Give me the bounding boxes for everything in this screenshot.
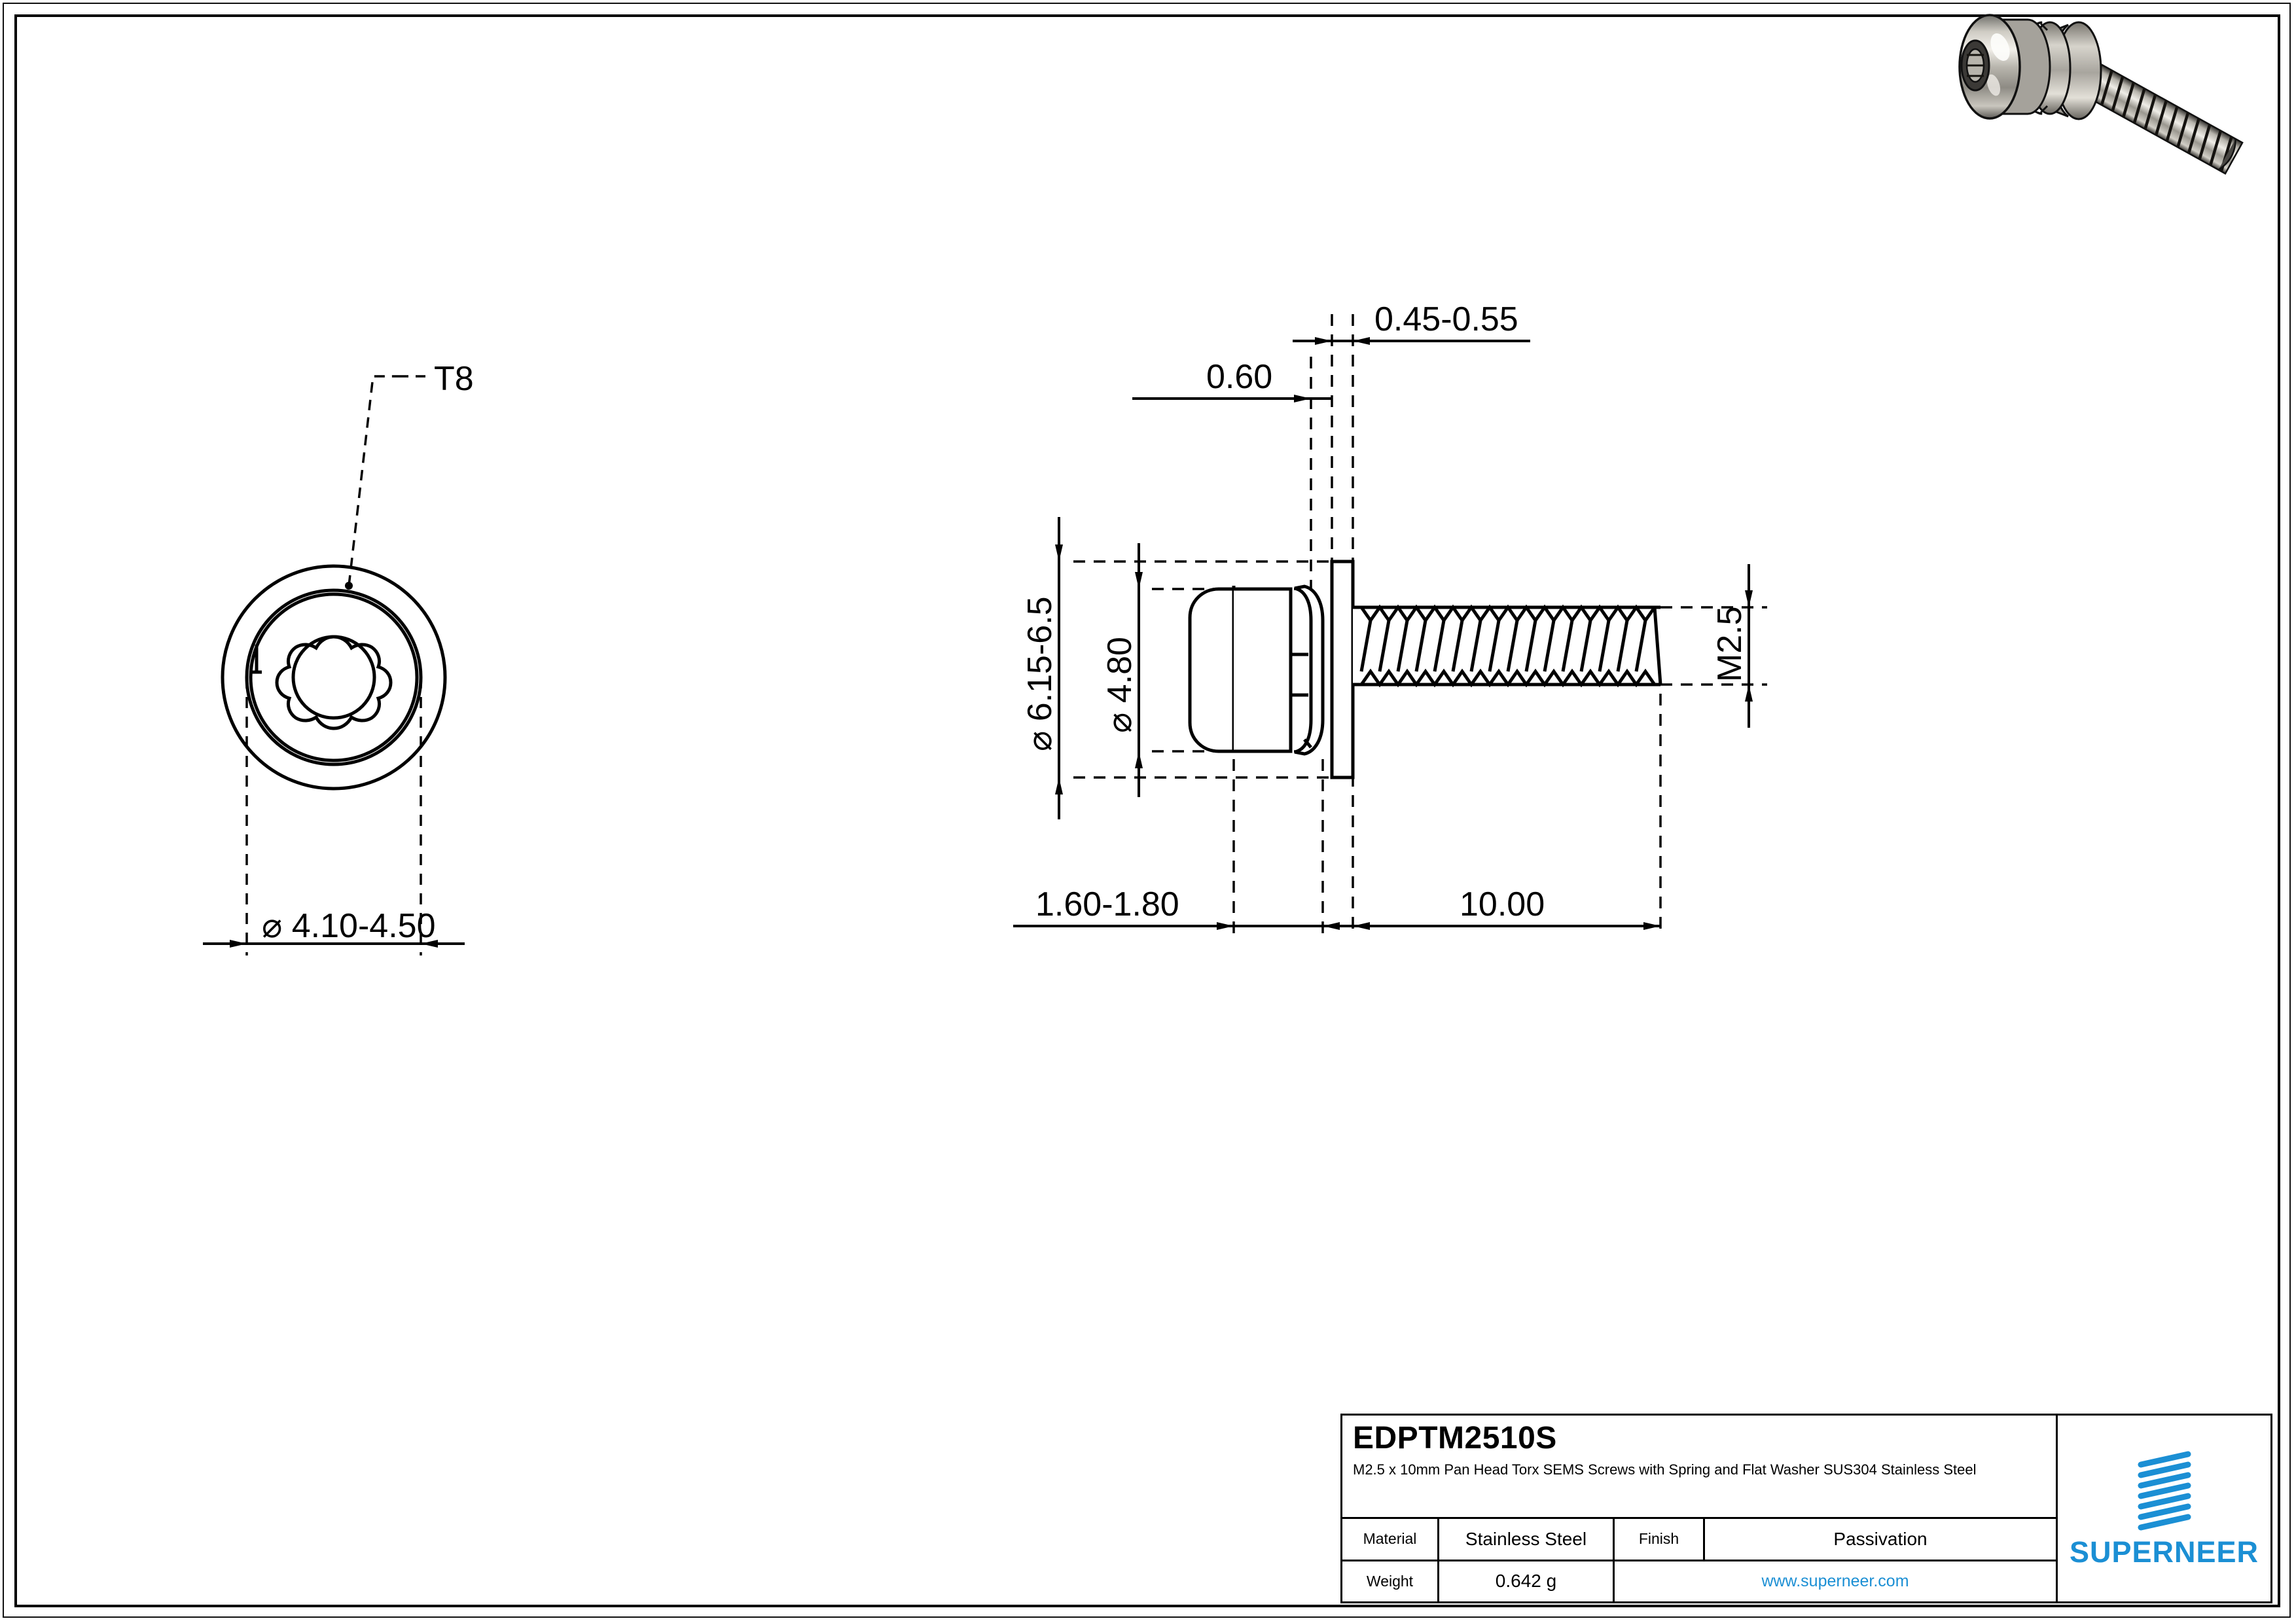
spec-row-weight: Weight 0.642 g www.superneer.com [1342, 1559, 2056, 1601]
t8-leader [345, 375, 425, 590]
brand-wordmark: SUPERNEER [2069, 1535, 2259, 1569]
t8-label: T8 [434, 360, 474, 398]
dim-spring-washer-thickness-text: 0.60 [1206, 358, 1272, 396]
dim-thread-size-text: M2.5 [1711, 606, 1749, 682]
weight-value: 0.642 g [1439, 1561, 1615, 1601]
side-view: ⌀ 6.15-6.5 ⌀ 4.80 M2.5 0.45-0.55 [1013, 300, 1767, 936]
title-block-spec-table: Material Stainless Steel Finish Passivat… [1342, 1519, 2056, 1601]
drawing-frame [14, 14, 2280, 1607]
weight-label: Weight [1342, 1561, 1439, 1601]
brand-cell: SUPERNEER [2058, 1416, 2270, 1601]
part-description: M2.5 x 10mm Pan Head Torx SEMS Screws wi… [1353, 1461, 1977, 1478]
dim-head-diameter-text: ⌀ 4.80 [1101, 637, 1139, 733]
spring-washer-profile [1294, 584, 1325, 756]
part-code: EDPTM2510S [1353, 1421, 1557, 1455]
material-value: Stainless Steel [1439, 1519, 1615, 1560]
superneer-logo-icon [2125, 1450, 2204, 1532]
page-border [3, 3, 2291, 1618]
front-diameter-text: ⌀ 4.10-4.50 [262, 907, 435, 945]
spec-row-material: Material Stainless Steel Finish Passivat… [1342, 1519, 2056, 1560]
product-3d-render [1958, 14, 2244, 175]
threaded-shaft [1353, 604, 1662, 688]
website-link[interactable]: www.superneer.com [1761, 1571, 1909, 1590]
title-block: EDPTM2510S M2.5 x 10mm Pan Head Torx SEM… [1340, 1414, 2272, 1603]
dim-thread-length-text: 10.00 [1460, 885, 1545, 923]
finish-value: Passivation [1833, 1528, 1928, 1549]
dim-flat-washer-diameter-text: ⌀ 6.15-6.5 [1021, 596, 1059, 751]
finish-label: Finish [1615, 1519, 1705, 1560]
torx-lobe-profile [275, 635, 393, 730]
flat-washer-profile [1330, 560, 1355, 779]
front-view: T8 ⌀ 4.10-4.50 [203, 360, 474, 955]
dim-washer-thickness-text: 0.45-0.55 [1374, 300, 1518, 338]
title-block-left: EDPTM2510S M2.5 x 10mm Pan Head Torx SEM… [1342, 1416, 2058, 1601]
dim-head-height-text: 1.60-1.80 [1035, 885, 1179, 923]
material-label: Material [1342, 1519, 1439, 1560]
title-block-header: EDPTM2510S M2.5 x 10mm Pan Head Torx SEM… [1342, 1416, 2056, 1519]
